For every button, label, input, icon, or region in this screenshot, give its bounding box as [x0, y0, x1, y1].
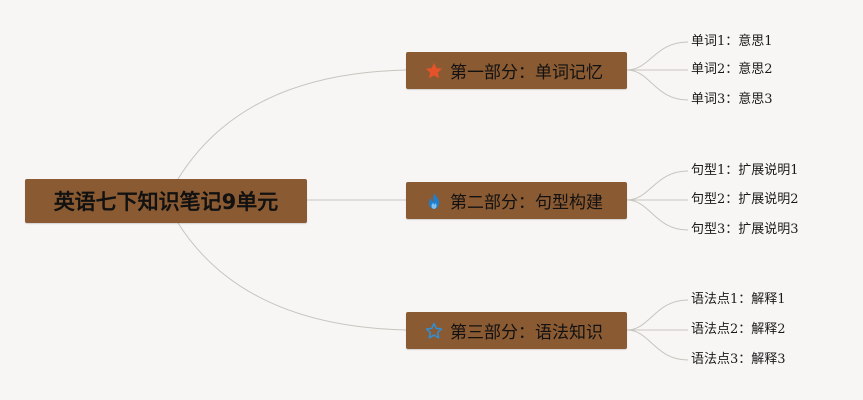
- connector-branch-1-leaf-1: [626, 41, 689, 71]
- branch-topic-grammar[interactable]: 第三部分：语法知识: [406, 312, 627, 349]
- connector-root-branch-3: [177, 222, 407, 331]
- root-topic-label: 英语七下知识笔记9单元: [53, 190, 279, 214]
- connector-branch-2-leaf-3: [626, 199, 689, 231]
- connector-root-branch-1: [177, 69, 407, 180]
- branch-topic-sentence-patterns[interactable]: 第二部分：句型构建: [406, 182, 627, 219]
- leaf-topic[interactable]: 句型2：扩展说明2: [691, 192, 799, 207]
- leaf-topic[interactable]: 单词2：意思2: [691, 62, 773, 77]
- leaf-topic[interactable]: 单词3：意思3: [691, 92, 773, 107]
- leaf-topic[interactable]: 句型1：扩展说明1: [691, 163, 799, 178]
- leaf-topic[interactable]: 语法点3：解释3: [691, 352, 786, 367]
- leaf-topic[interactable]: 单词1：意思1: [691, 34, 773, 49]
- leaf-topic[interactable]: 句型3：扩展说明3: [691, 222, 799, 237]
- flame-icon: [424, 191, 444, 211]
- branch-topic-label: 第二部分：句型构建: [450, 193, 603, 213]
- connector-branch-3-leaf-1: [626, 299, 689, 331]
- leaf-topic[interactable]: 语法点1：解释1: [691, 292, 786, 307]
- branch-topic-label: 第三部分：语法知识: [450, 323, 603, 343]
- root-topic[interactable]: 英语七下知识笔记9单元: [25, 179, 307, 223]
- branch-topic-label: 第一部分：单词记忆: [450, 63, 603, 83]
- leaf-topic[interactable]: 语法点2：解释2: [691, 322, 786, 337]
- connector-branch-3-leaf-3: [626, 329, 689, 361]
- connector-branch-1-leaf-3: [626, 69, 689, 101]
- connector-branch-2-leaf-1: [626, 170, 689, 201]
- branch-topic-vocabulary[interactable]: 第一部分：单词记忆: [406, 52, 627, 89]
- star-outline-icon: [424, 321, 444, 341]
- star-filled-icon: [424, 61, 444, 81]
